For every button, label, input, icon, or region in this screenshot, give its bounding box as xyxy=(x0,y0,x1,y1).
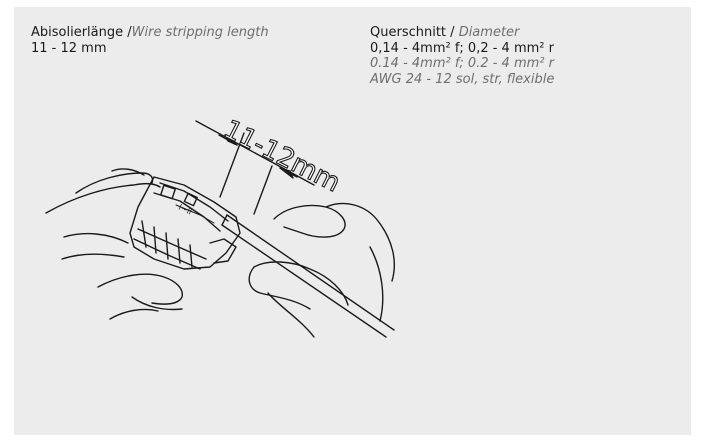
cross-section-block: Querschnitt / Diameter 0,14 - 4mm² f; 0,… xyxy=(370,25,554,87)
spec-panel: Abisolierlänge /Wire stripping length 11… xyxy=(14,7,691,435)
stripping-length-block: Abisolierlänge /Wire stripping length 11… xyxy=(31,25,269,56)
stripping-length-label-de: Abisolierlänge / xyxy=(31,25,132,40)
cross-section-value-en: 0.14 - 4mm² f; 0.2 - 4 mm² r xyxy=(370,56,554,71)
right-hand xyxy=(248,202,395,338)
cross-section-value-de: 0,14 - 4mm² f; 0,2 - 4 mm² r xyxy=(370,40,554,56)
wire xyxy=(221,214,395,338)
left-hand xyxy=(45,168,183,320)
dimension-lines xyxy=(195,120,315,215)
stripping-length-label: Abisolierlänge /Wire stripping length xyxy=(31,25,269,41)
stripping-length-label-en: Wire stripping length xyxy=(131,25,269,40)
cross-section-label-de: Querschnitt / xyxy=(370,25,455,40)
stripping-length-value: 11 - 12 mm xyxy=(31,40,107,56)
connector-housing: l~ll xyxy=(129,176,241,270)
cross-section-awg: AWG 24 - 12 sol, str, flexible xyxy=(370,71,555,87)
cross-section-label-en: Diameter xyxy=(458,25,520,40)
dimension-label: 11-12mm xyxy=(219,115,345,199)
wire-stripping-illustration: 11-12mm l~ll xyxy=(45,114,395,338)
cross-section-label: Querschnitt / Diameter xyxy=(370,25,554,41)
